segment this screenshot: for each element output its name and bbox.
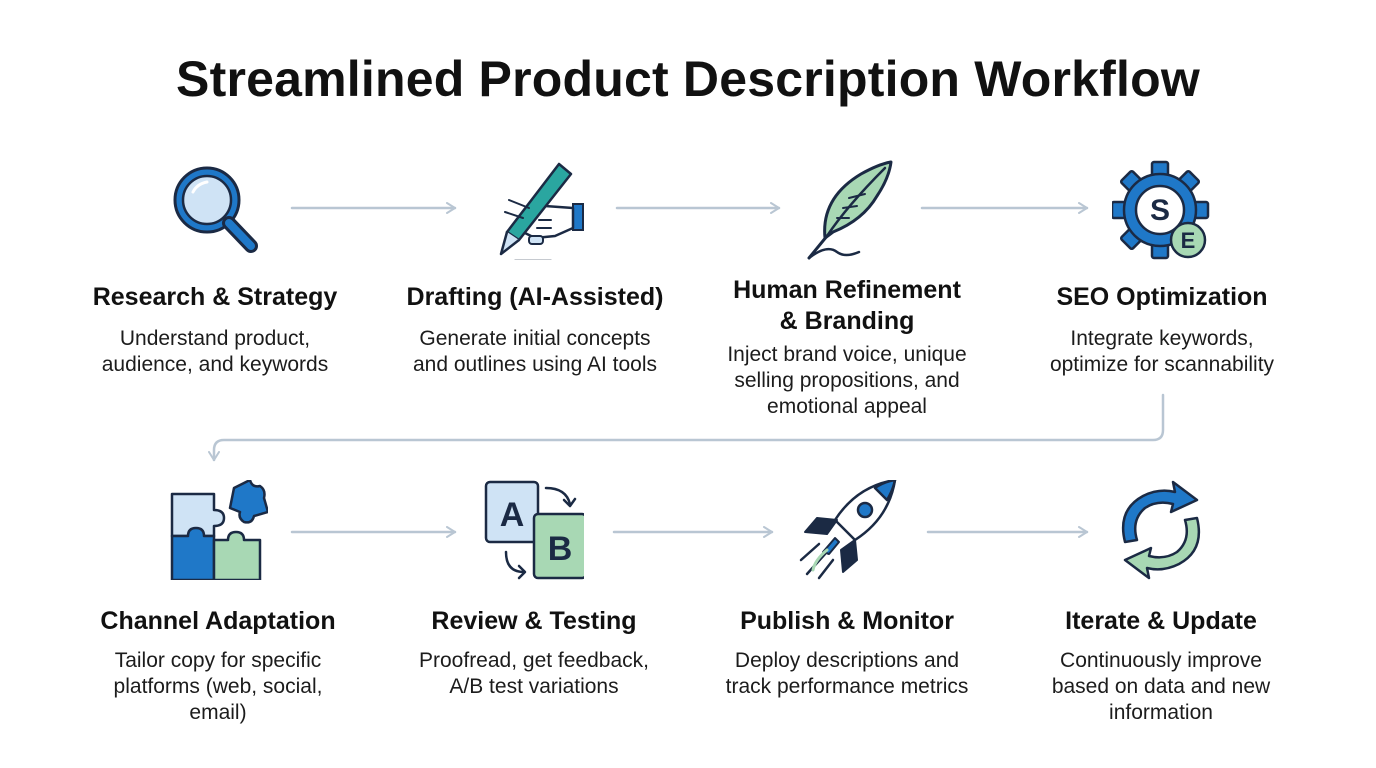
step-title: Publish & Monitor xyxy=(740,607,954,635)
rocket-icon xyxy=(797,480,897,580)
step-description: Integrate keywords, optimize for scannab… xyxy=(1049,327,1275,376)
step-title: Human Refinement & Branding xyxy=(733,276,961,335)
step-description: Proofread, get feedback, A/B test variat… xyxy=(419,649,649,698)
step-title: Drafting (AI-Assisted) xyxy=(406,283,664,311)
ab-a-letter: A xyxy=(500,496,525,534)
seo-gear-icon: S E xyxy=(1112,160,1212,260)
feather-quill-icon xyxy=(797,160,897,260)
step-description: Inject brand voice, unique selling propo… xyxy=(727,343,967,418)
step-description: Continuously improve based on data and n… xyxy=(1051,649,1271,724)
seo-s-letter: S xyxy=(1150,194,1170,227)
ab-test-icon: A B xyxy=(484,480,584,580)
step-title: Iterate & Update xyxy=(1065,607,1257,635)
step-description: Generate initial concepts and outlines u… xyxy=(412,327,657,376)
magnifying-glass-icon xyxy=(165,160,265,260)
robot-hand-pen-icon xyxy=(485,160,585,260)
ab-b-letter: B xyxy=(548,530,573,568)
page-title: Streamlined Product Description Workflow xyxy=(176,51,1200,107)
step-description: Deploy descriptions and track performanc… xyxy=(725,649,969,698)
arrow-4-5-return xyxy=(208,393,1165,462)
step-title: Research & Strategy xyxy=(92,283,338,311)
step-title: Channel Adaptation xyxy=(100,607,336,635)
step-title: Review & Testing xyxy=(431,607,637,635)
step-title: SEO Optimization xyxy=(1056,283,1268,311)
step-description: Tailor copy for specific platforms (web,… xyxy=(113,649,323,724)
seo-e-letter: E xyxy=(1181,228,1196,253)
step-description: Understand product, audience, and keywor… xyxy=(101,327,329,376)
puzzle-pieces-icon xyxy=(168,480,268,580)
refresh-cycle-icon xyxy=(1111,480,1211,580)
